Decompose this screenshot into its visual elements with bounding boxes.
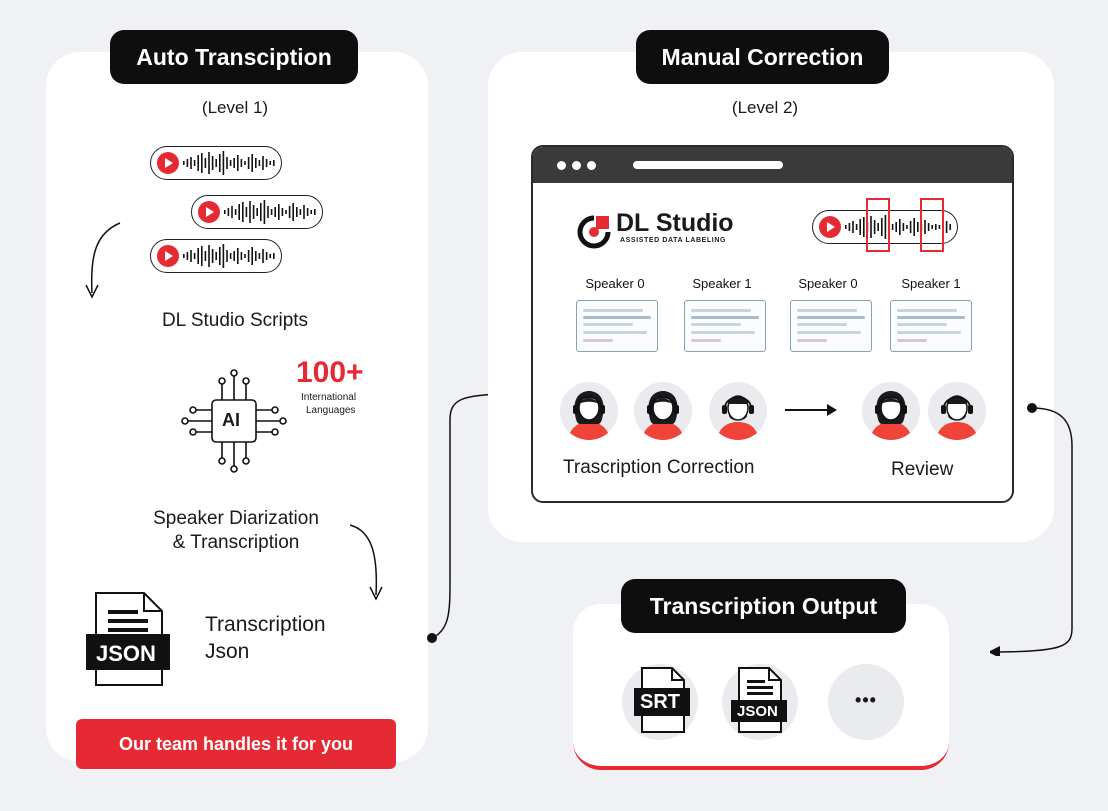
- selection-marker: [920, 198, 944, 252]
- correction-label: Trascription Correction: [563, 457, 755, 478]
- level1-label: (Level 1): [201, 98, 269, 117]
- waveform-icon: [183, 244, 275, 268]
- waveform-icon: [183, 151, 275, 175]
- dl-studio-logo-icon: [577, 215, 611, 249]
- diarization-label-2: & Transcription: [172, 532, 300, 553]
- female-reviewer-avatar: [862, 382, 920, 440]
- play-icon: [157, 152, 179, 174]
- brand-name: DL Studio: [616, 209, 734, 237]
- play-icon: [157, 245, 179, 267]
- json-file-icon: [731, 667, 787, 733]
- arrow-right-icon: [785, 404, 837, 416]
- connector-arrow: [990, 403, 1073, 656]
- selection-marker: [866, 198, 890, 252]
- speaker-label: Speaker 0: [798, 276, 858, 291]
- waveform-icon: [224, 200, 316, 224]
- srt-label: SRT: [640, 691, 680, 713]
- auto-transcription-title: Auto Transciption: [110, 30, 358, 84]
- ai-chip-icon: [181, 369, 287, 473]
- address-bar: [633, 161, 783, 169]
- speaker-label: Speaker 1: [692, 276, 752, 291]
- diarization-label-1: Speaker Diarization: [153, 508, 319, 529]
- transcript-card: [890, 300, 972, 352]
- transcript-card: [790, 300, 872, 352]
- male-reviewer-avatar: [928, 382, 986, 440]
- json-file-icon: [86, 592, 170, 686]
- scripts-label: DL Studio Scripts: [161, 310, 309, 331]
- output-label-2: Json: [205, 640, 250, 663]
- brand-tagline: ASSISTED DATA LABELING: [620, 237, 727, 244]
- audio-clip: [191, 195, 323, 229]
- speaker-label: Speaker 1: [901, 276, 961, 291]
- more-icon: •••: [855, 690, 877, 710]
- more-formats-button[interactable]: [828, 664, 904, 740]
- srt-file-icon: [634, 667, 690, 733]
- languages-count: 100+: [296, 356, 364, 389]
- transcript-card: [576, 300, 658, 352]
- languages-label-1: International: [301, 392, 357, 403]
- review-label: Review: [891, 459, 954, 480]
- level2-label: (Level 2): [731, 98, 799, 117]
- curved-arrow-icon: [85, 222, 121, 299]
- window-dot-icon: [587, 161, 596, 170]
- play-icon: [198, 201, 220, 223]
- transcription-output-title: Transcription Output: [621, 579, 906, 633]
- json-label: JSON: [737, 703, 778, 720]
- audio-clip: [812, 210, 958, 244]
- curved-arrow-icon: [349, 524, 383, 601]
- window-dot-icon: [572, 161, 581, 170]
- json-badge: JSON: [96, 641, 156, 666]
- speaker-label: Speaker 0: [585, 276, 645, 291]
- male-agent-avatar: [709, 382, 767, 440]
- audio-clip: [150, 239, 282, 273]
- female-agent-avatar: [560, 382, 618, 440]
- team-handles-button[interactable]: Our team handles it for you: [76, 719, 396, 769]
- play-icon: [819, 216, 841, 238]
- window-dot-icon: [557, 161, 566, 170]
- manual-correction-title: Manual Correction: [636, 30, 889, 84]
- female-agent-avatar: [634, 382, 692, 440]
- transcript-card: [684, 300, 766, 352]
- audio-clip: [150, 146, 282, 180]
- languages-label-2: Languages: [306, 405, 356, 416]
- browser-toolbar: [533, 147, 1012, 183]
- output-label-1: Transcription: [205, 613, 326, 636]
- ai-chip-label: AI: [222, 410, 240, 430]
